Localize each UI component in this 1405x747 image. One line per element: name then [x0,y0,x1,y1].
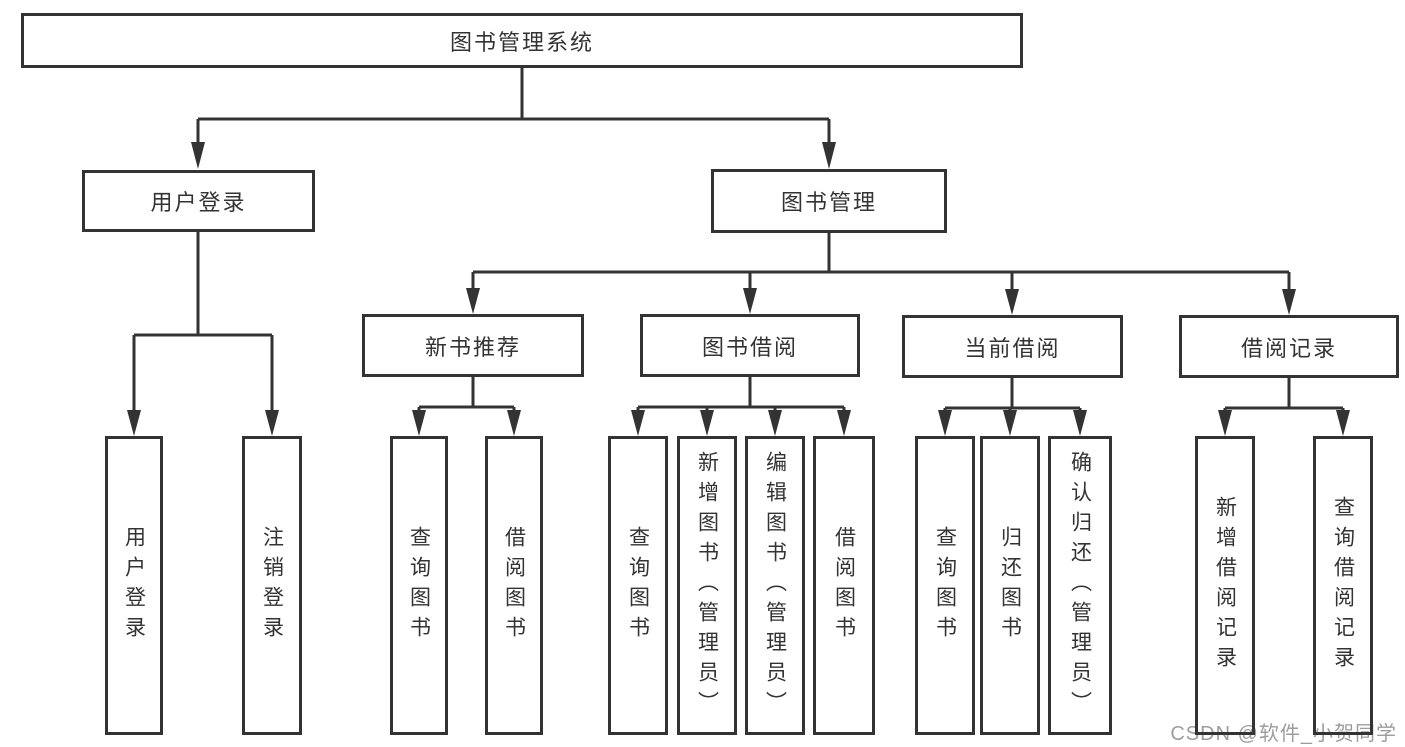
connector-currentborrow-to-leaves [943,378,1082,414]
node-label: 借阅图书 [832,525,856,646]
node-book-management: 图书管理 [711,169,947,233]
arrowhead [191,142,205,169]
leaf-current-confirm-return-admin: 确认归还（管理员） [1048,436,1112,735]
arrowhead [938,410,952,436]
arrowhead [265,410,279,436]
leaf-borrow-query-books: 查询图书 [608,436,668,735]
node-book-borrow: 图书借阅 [640,314,860,377]
leaf-borrow-edit-books-admin: 编辑图书（管理员） [745,436,805,735]
node-label: 查询图书 [626,525,650,646]
arrowhead [837,410,851,436]
arrowhead [466,288,480,314]
node-new-book-recommend: 新书推荐 [362,314,584,377]
node-label: 查询图书 [933,525,957,646]
arrowhead [700,410,714,436]
leaf-user-login: 用户登录 [105,436,163,735]
connector-bookborrow-to-leaves [636,377,846,414]
node-label: 编辑图书（管理员） [763,450,787,721]
arrowhead [1073,410,1087,436]
arrowhead [127,410,141,436]
node-current-borrow: 当前借阅 [902,315,1123,378]
arrowheads [127,142,1350,436]
leaf-current-return-books: 归还图书 [980,436,1040,735]
connector-root-to-level2 [196,68,831,146]
csdn-watermark: CSDN @软件_小贺同学 [1170,723,1397,745]
node-label: 当前借阅 [964,335,1061,361]
node-label: 用户登录 [150,190,247,215]
node-label: 查询图书 [407,525,431,646]
leaf-newbook-query-books: 查询图书 [390,436,448,735]
connector-bookmgmt-to-level3 [471,233,1291,292]
node-label: 新书推荐 [424,334,521,360]
arrowhead [1218,410,1232,436]
node-label: 注销登录 [260,525,284,646]
leaf-borrow-add-books-admin: 新增图书（管理员） [677,436,737,735]
node-label: 新增借阅记录 [1213,495,1237,676]
arrowhead [1003,410,1017,436]
node-label: 图书管理 [780,190,877,215]
arrowhead [1336,410,1350,436]
arrowhead [412,410,426,436]
leaf-newbook-borrow-books: 借阅图书 [485,436,543,735]
leaf-records-add-record: 新增借阅记录 [1195,436,1255,735]
arrowhead [768,410,782,436]
node-root-library-system: 图书管理系统 [21,13,1023,68]
leaf-current-query-books: 查询图书 [915,436,975,735]
node-label: 用户登录 [122,525,146,646]
arrowhead [507,410,521,436]
arrowhead [1005,289,1019,315]
leaf-logout: 注销登录 [242,436,302,735]
node-label: 借阅记录 [1240,335,1337,361]
connector-userlogin-to-leaves [132,232,274,414]
node-label: 借阅图书 [502,525,526,646]
connector-borrowrecords-to-leaves [1223,378,1345,414]
node-label: 图书借阅 [701,334,798,360]
leaf-borrow-borrow-books: 借阅图书 [813,436,875,735]
node-borrow-records: 借阅记录 [1179,315,1399,378]
node-label: 确认归还（管理员） [1068,450,1092,721]
node-user-login: 用户登录 [82,170,315,232]
leaf-records-query-record: 查询借阅记录 [1313,436,1373,735]
arrowhead [743,288,757,314]
arrowhead [631,410,645,436]
node-label: 新增图书（管理员） [695,450,719,721]
node-label: 图书管理系统 [449,29,594,55]
node-label: 查询借阅记录 [1331,495,1355,676]
connector-newbookrec-to-leaves [417,377,516,414]
arrowhead [822,142,836,169]
arrowhead [1282,289,1296,315]
node-label: 归还图书 [998,525,1022,646]
